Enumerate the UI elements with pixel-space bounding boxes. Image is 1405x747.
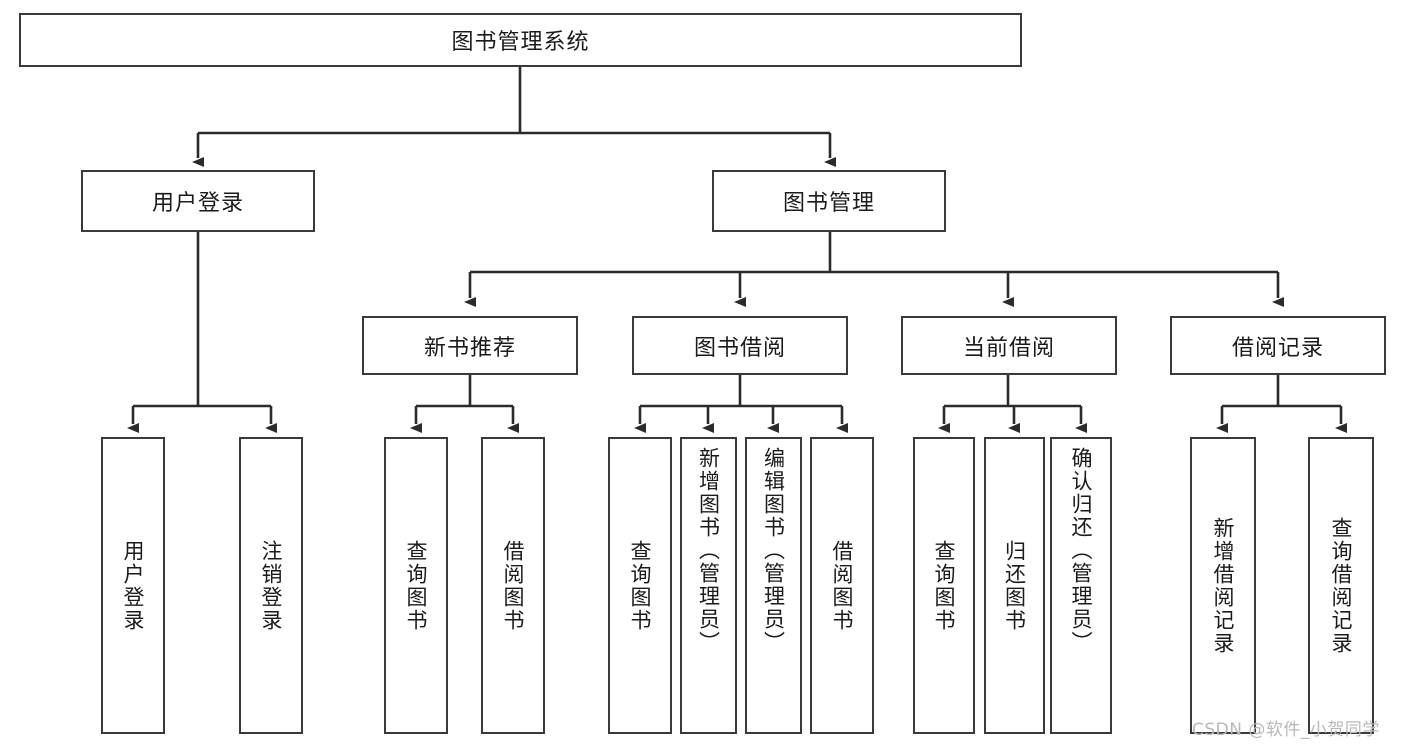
- node-label: 查询借阅记录: [1329, 516, 1354, 655]
- leaf-query-book-recommend[interactable]: 查询图书: [384, 437, 448, 734]
- leaf-edit-book-admin[interactable]: 编辑图书（管理员）: [745, 437, 802, 734]
- node-label: 用户登录: [151, 191, 244, 216]
- leaf-user-login[interactable]: 用户登录: [101, 437, 165, 734]
- leaf-query-book-current[interactable]: 查询图书: [913, 437, 975, 734]
- node-label: 编辑图书（管理员）: [761, 447, 786, 654]
- node-label: 查询图书: [932, 539, 957, 632]
- node-label: 归还图书: [1002, 539, 1027, 632]
- watermark-text: CSDN @软件_小贺同学: [1192, 720, 1380, 740]
- leaf-query-book-borrow[interactable]: 查询图书: [608, 437, 672, 734]
- node-book-borrow[interactable]: 图书借阅: [632, 316, 848, 375]
- node-book-management[interactable]: 图书管理: [712, 170, 946, 232]
- node-label: 借阅图书: [501, 539, 526, 632]
- node-label: 图书管理: [782, 191, 875, 216]
- node-label: 借阅图书: [830, 539, 855, 632]
- node-label: 查询图书: [628, 539, 653, 632]
- node-current-borrow[interactable]: 当前借阅: [901, 316, 1117, 375]
- leaf-logout[interactable]: 注销登录: [239, 437, 303, 734]
- leaf-borrow-book[interactable]: 借阅图书: [810, 437, 874, 734]
- node-label: 查询图书: [404, 539, 429, 632]
- node-label: 图书借阅: [693, 335, 786, 361]
- node-label: 借阅记录: [1231, 335, 1324, 361]
- node-user-login[interactable]: 用户登录: [81, 170, 315, 232]
- leaf-add-borrow-record[interactable]: 新增借阅记录: [1190, 437, 1256, 734]
- node-label: 注销登录: [259, 539, 284, 632]
- leaf-return-book[interactable]: 归还图书: [984, 437, 1045, 734]
- leaf-query-borrow-record[interactable]: 查询借阅记录: [1308, 437, 1374, 734]
- leaf-add-book-admin[interactable]: 新增图书（管理员）: [680, 437, 737, 734]
- node-new-book-recommend[interactable]: 新书推荐: [362, 316, 578, 375]
- node-label: 当前借阅: [962, 335, 1055, 361]
- leaf-borrow-book-recommend[interactable]: 借阅图书: [481, 437, 545, 734]
- node-label: 图书管理系统: [451, 30, 590, 55]
- node-label: 新增借阅记录: [1211, 516, 1236, 655]
- node-borrow-record[interactable]: 借阅记录: [1170, 316, 1386, 375]
- leaf-confirm-return-admin[interactable]: 确认归还（管理员）: [1050, 437, 1112, 734]
- node-label: 用户登录: [121, 539, 146, 632]
- node-label: 新书推荐: [423, 335, 516, 361]
- node-root-system[interactable]: 图书管理系统: [19, 13, 1022, 67]
- node-label: 新增图书（管理员）: [696, 447, 721, 654]
- node-label: 确认归还（管理员）: [1069, 447, 1094, 654]
